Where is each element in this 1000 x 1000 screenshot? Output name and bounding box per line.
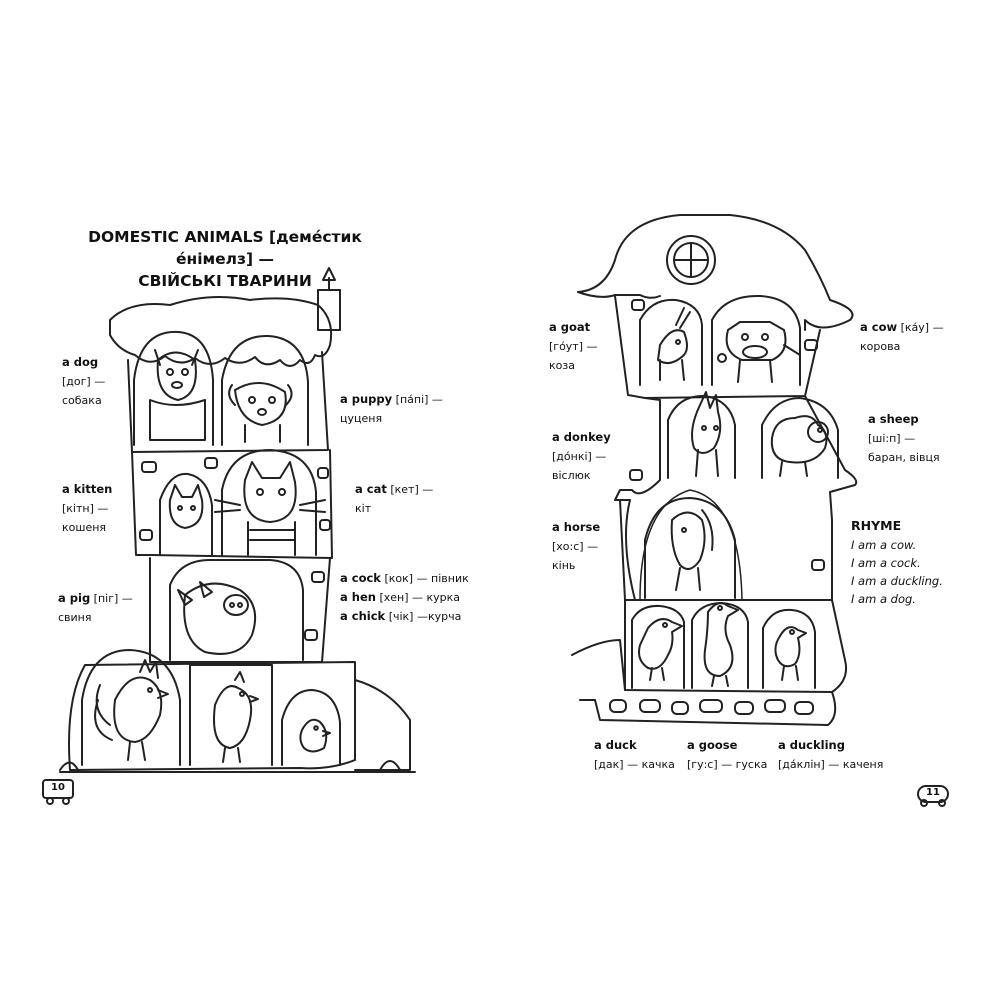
word-transcription: [піг] — [93,592,133,605]
title-line-2: СВІЙСЬКІ ТВАРИНИ [138,272,312,290]
word-translation: баран, вівця [868,451,940,464]
page-badge-left [42,779,74,805]
label-duck: a duck [дак] — качка [594,736,675,774]
word-en: a horse [552,520,601,534]
word-transcription: [кок] — півник [384,572,469,585]
label-kitten: a kitten [кітн] — кошеня [62,480,112,537]
label-goose: a goose [гу:с] — гуска [687,736,767,774]
rhyme-block: RHYME I am a cow. I am a cock. I am a du… [851,516,943,608]
rhyme-line: I am a cock. [851,556,921,570]
word-en: a goose [687,738,738,752]
page-number-left: 10 [51,782,65,793]
word-translation: свиня [58,611,92,624]
word-transcription: [до́нкі] — [552,450,607,463]
label-cat: a cat [кет] — кіт [355,480,433,518]
word-transcription: [ка́у] — [900,321,944,334]
label-goat: a goat [го́ут] — коза [549,318,598,375]
word-translation: коза [549,359,575,372]
right-house-drawing [571,214,858,726]
word-transcription: [ші:п] — [868,432,916,445]
word-transcription: [да́клін] — каченя [778,758,884,771]
word-en: a chick [340,609,386,623]
rhyme-line: I am a duckling. [851,574,943,588]
word-en: a duck [594,738,637,752]
page-number-right: 11 [926,787,940,798]
word-transcription: [дак] — качка [594,758,675,771]
word-translation: корова [860,340,901,353]
word-en: a kitten [62,482,113,496]
word-transcription: [чік] —курча [388,610,462,623]
word-translation: кіт [355,502,372,515]
label-horse: a horse [хо:с] — кінь [552,518,600,575]
word-translation: собака [62,394,102,407]
label-puppy: a puppy [па́пі] — цуценя [340,390,443,428]
rhyme-heading: RHYME [851,518,902,533]
label-cow: a cow [ка́у] — корова [860,318,944,356]
word-en: a goat [549,320,591,334]
label-duckling: a duckling [да́клін] — каченя [778,736,883,774]
label-dog: a dog [дог] — собака [62,353,105,410]
rhyme-line: I am a dog. [851,592,916,606]
label-birds: a cock [кок] — півник a hen [хен] — курк… [340,569,469,626]
label-pig: a pig [піг] — свиня [58,589,133,627]
word-transcription: [гу:с] — гуска [687,758,768,771]
word-transcription: [хен] — курка [379,591,461,604]
word-en: a cat [355,482,387,496]
page-title: DOMESTIC ANIMALS [деме́стик е́німелз] — … [60,226,390,292]
page-badge-right [917,785,949,807]
label-sheep: a sheep [ші:п] — баран, вівця [868,410,940,467]
word-transcription: [кітн] — [62,502,109,515]
word-transcription: [хо:с] — [552,540,599,553]
word-translation: кошеня [62,521,107,534]
title-line-1: DOMESTIC ANIMALS [деме́стик е́німелз] — [88,228,362,268]
left-house-drawing [59,267,416,773]
word-en: a puppy [340,392,393,406]
word-translation: цуценя [340,412,383,425]
word-transcription: [го́ут] — [549,340,598,353]
word-transcription: [дог] — [62,375,106,388]
word-en: a cock [340,571,381,585]
word-transcription: [кет] — [390,483,434,496]
rhyme-line: I am a cow. [851,538,917,552]
word-en: a donkey [552,430,611,444]
word-en: a cow [860,320,898,334]
word-en: a hen [340,590,376,604]
word-translation: віслюк [552,469,591,482]
word-en: a dog [62,355,99,369]
word-transcription: [па́пі] — [395,393,443,406]
word-en: a sheep [868,412,919,426]
word-translation: кінь [552,559,576,572]
word-en: a pig [58,591,91,605]
word-en: a duckling [778,738,845,752]
label-donkey: a donkey [до́нкі] — віслюк [552,428,611,485]
